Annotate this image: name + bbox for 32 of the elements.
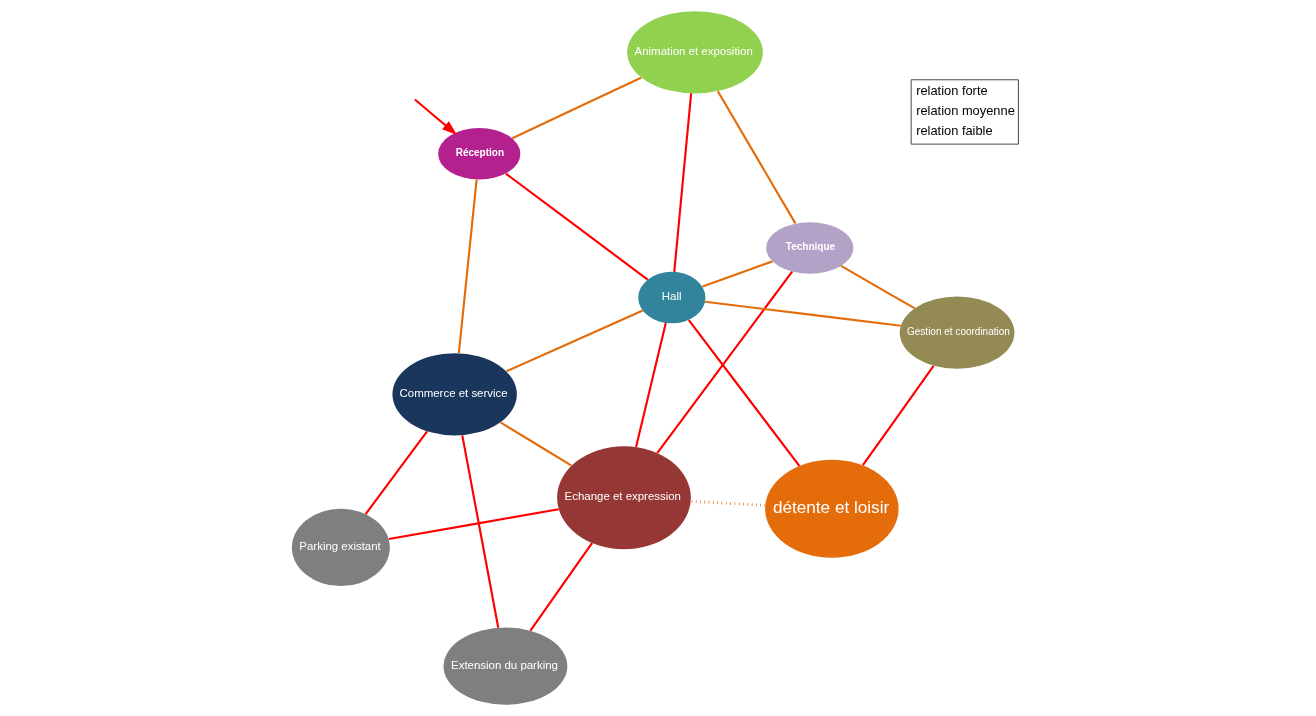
connector [388, 508, 559, 541]
connector [716, 90, 797, 224]
node-ellipse: détente et loisir [765, 459, 899, 558]
connector [635, 322, 667, 448]
legend-label: relation forte [916, 83, 988, 99]
connector [457, 179, 478, 354]
connector [705, 300, 901, 327]
node-ellipse: Technique [766, 222, 854, 274]
connector [656, 271, 793, 454]
connector [506, 309, 644, 373]
connector [862, 365, 935, 466]
connector [529, 542, 593, 632]
legend-label: relation faible [916, 123, 993, 139]
connector [505, 172, 649, 281]
node-ellipse: Gestion et coordination [899, 296, 1015, 369]
connector [702, 260, 773, 288]
connector [840, 264, 916, 310]
connector [461, 435, 500, 628]
connector [364, 430, 428, 515]
node-ellipse: Extension du parking [443, 627, 568, 705]
node-ellipse: Hall [638, 271, 706, 324]
node-ellipse: Echange et expression [557, 446, 691, 550]
node-ellipse: Commerce et service [392, 353, 517, 436]
node-ellipse: Réception [438, 128, 521, 180]
node-ellipse: Parking existant [291, 508, 390, 587]
legend-label: relation moyenne [916, 103, 1015, 119]
arrow [414, 98, 457, 135]
connector [673, 93, 693, 272]
connector [511, 76, 642, 140]
connector [687, 319, 801, 467]
connector [499, 421, 573, 467]
node-ellipse: Animation et exposition [627, 11, 763, 94]
